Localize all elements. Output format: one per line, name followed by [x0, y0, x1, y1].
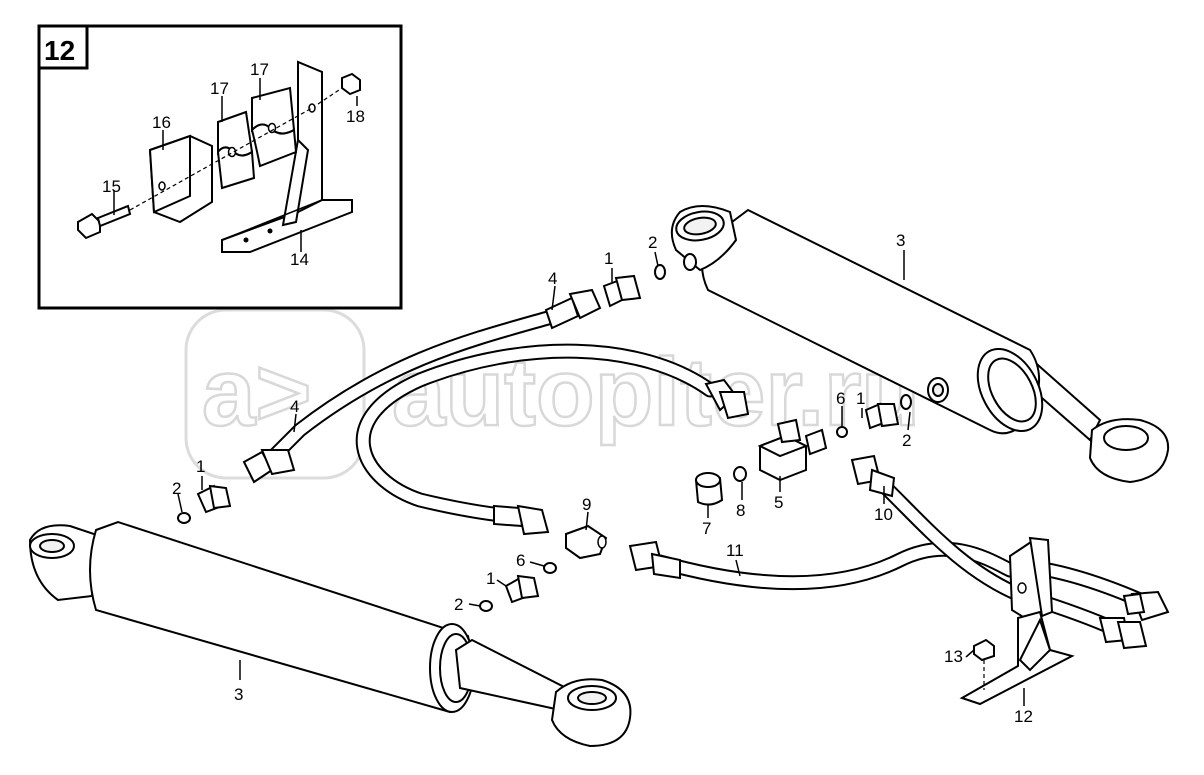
callout-10: 10	[874, 505, 893, 524]
distribution-block-part-5	[757, 418, 828, 482]
bolt-part-13	[973, 638, 995, 690]
hydraulic-cylinder-upper	[670, 205, 1170, 484]
callout-2-top: 2	[648, 233, 657, 252]
bracket-part-14	[221, 60, 353, 253]
fittings	[177, 264, 949, 612]
callout-9: 9	[582, 495, 591, 514]
inset-label: 12	[44, 35, 75, 66]
callout-14: 14	[290, 250, 309, 269]
hydraulic-cylinder-lower	[28, 520, 632, 748]
cover-part-16	[148, 134, 213, 224]
callout-2-left: 2	[172, 479, 181, 498]
callout-11: 11	[726, 541, 744, 560]
clamp-half-part-17b	[216, 110, 256, 190]
callout-4-lower: 4	[290, 397, 299, 416]
callout-1-lower: 1	[486, 569, 495, 588]
callout-18: 18	[346, 107, 365, 126]
callout-17a: 17	[210, 79, 229, 98]
callout-3-lower: 3	[234, 685, 243, 704]
bracket-part-12	[959, 536, 1075, 706]
callout-13: 13	[944, 647, 963, 666]
callout-15: 15	[102, 177, 121, 196]
clamp-half-part-17	[250, 86, 298, 168]
callout-leaders	[177, 250, 1025, 706]
callout-8: 8	[736, 501, 745, 520]
callout-17b: 17	[250, 60, 269, 79]
bolt-part-15	[77, 204, 132, 240]
callout-1-right: 1	[856, 389, 865, 408]
callout-1-top: 1	[604, 249, 613, 268]
callout-numbers: 1 1 1 1 2 2 2 2 3 3 4 4 5 6 6 7 8 9 10 1…	[172, 231, 1033, 726]
callout-7: 7	[702, 519, 711, 538]
callout-6-lower: 6	[516, 551, 525, 570]
callout-4-upper: 4	[548, 269, 557, 288]
callout-5: 5	[774, 493, 783, 512]
callout-2-right: 2	[902, 431, 911, 450]
callout-6-right: 6	[836, 389, 845, 408]
hose-fittings	[242, 288, 1170, 650]
callout-2-lower: 2	[454, 595, 463, 614]
inset-label-box	[37, 24, 89, 70]
hoses	[260, 310, 1148, 634]
washer-part-8	[733, 466, 747, 482]
callout-12: 12	[1014, 707, 1033, 726]
callout-1-left: 1	[196, 457, 205, 476]
nut-part-18	[341, 72, 361, 96]
inset-detail: 12	[37, 24, 403, 310]
upper-cylinder-rod-eye	[1103, 425, 1149, 451]
plug-part-7	[694, 472, 724, 506]
callout-3-upper: 3	[896, 231, 905, 250]
callout-16: 16	[152, 113, 171, 132]
